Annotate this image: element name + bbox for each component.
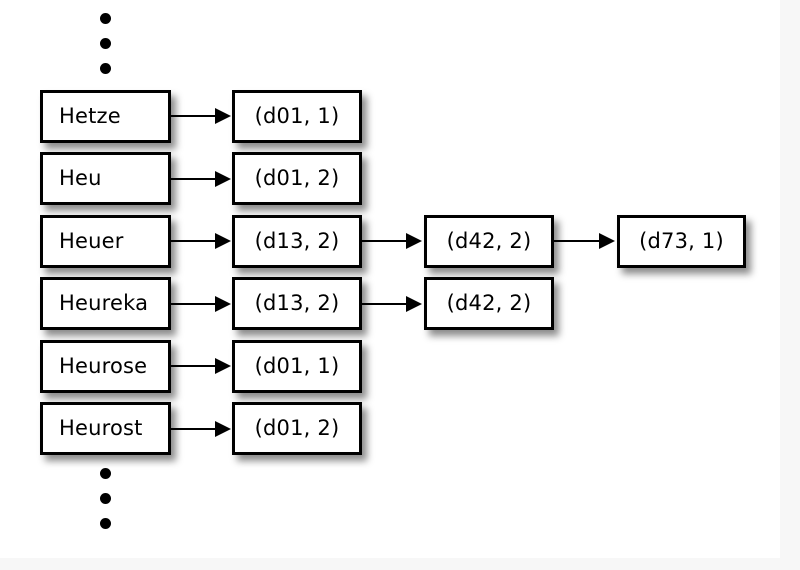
ellipsis-dot (100, 468, 111, 479)
term-node[interactable]: Heureka (40, 277, 171, 330)
posting-node[interactable]: (d13, 2) (232, 215, 362, 268)
diagram-canvas: Hetze Heu Heuer Heureka Heurose Heurost … (40, 13, 746, 534)
term-node[interactable]: Heuer (40, 215, 171, 268)
edge-line (171, 365, 217, 367)
edge-line (362, 240, 408, 242)
posting-node[interactable]: (d73, 1) (617, 215, 746, 268)
posting-node[interactable]: (d13, 2) (232, 277, 362, 330)
posting-label: (d13, 2) (254, 229, 340, 253)
edge-line (171, 240, 217, 242)
posting-label: (d42, 2) (446, 229, 532, 253)
arrow-head-icon (406, 296, 422, 312)
posting-label: (d73, 1) (639, 229, 724, 253)
term-node[interactable]: Heu (40, 152, 171, 205)
term-node[interactable]: Hetze (40, 90, 171, 143)
term-label: Heureka (59, 291, 149, 315)
edge-line (171, 178, 217, 180)
term-label: Heurose (59, 354, 148, 378)
arrow-head-icon (215, 421, 231, 437)
vertical-ellipsis-top (100, 13, 112, 79)
posting-node[interactable]: (d01, 2) (232, 402, 362, 455)
ellipsis-dot (100, 13, 111, 24)
edge-line (554, 240, 601, 242)
posting-node[interactable]: (d42, 2) (424, 215, 554, 268)
posting-label: (d13, 2) (254, 291, 340, 315)
posting-label: (d42, 2) (446, 291, 532, 315)
arrow-head-icon (215, 108, 231, 124)
arrow-head-icon (406, 233, 422, 249)
edge-line (171, 115, 217, 117)
arrow-head-icon (215, 358, 231, 374)
term-label: Heu (59, 166, 102, 190)
posting-node[interactable]: (d42, 2) (424, 277, 554, 330)
edge-line (171, 428, 217, 430)
vertical-ellipsis-bottom (100, 468, 112, 534)
term-node[interactable]: Heurose (40, 340, 171, 393)
edge-line (171, 303, 217, 305)
arrow-head-icon (215, 296, 231, 312)
term-label: Hetze (59, 104, 121, 128)
posting-label: (d01, 1) (254, 104, 340, 128)
posting-node[interactable]: (d01, 1) (232, 90, 362, 143)
posting-node[interactable]: (d01, 2) (232, 152, 362, 205)
arrow-head-icon (599, 233, 615, 249)
term-node[interactable]: Heurost (40, 402, 171, 455)
ellipsis-dot (100, 63, 111, 74)
ellipsis-dot (100, 518, 111, 529)
posting-label: (d01, 2) (254, 166, 340, 190)
term-label: Heurost (59, 416, 143, 440)
arrow-head-icon (215, 233, 231, 249)
posting-label: (d01, 1) (254, 354, 340, 378)
arrow-head-icon (215, 171, 231, 187)
edge-line (362, 303, 408, 305)
posting-label: (d01, 2) (254, 416, 340, 440)
ellipsis-dot (100, 38, 111, 49)
term-label: Heuer (59, 229, 124, 253)
posting-node[interactable]: (d01, 1) (232, 340, 362, 393)
ellipsis-dot (100, 493, 111, 504)
